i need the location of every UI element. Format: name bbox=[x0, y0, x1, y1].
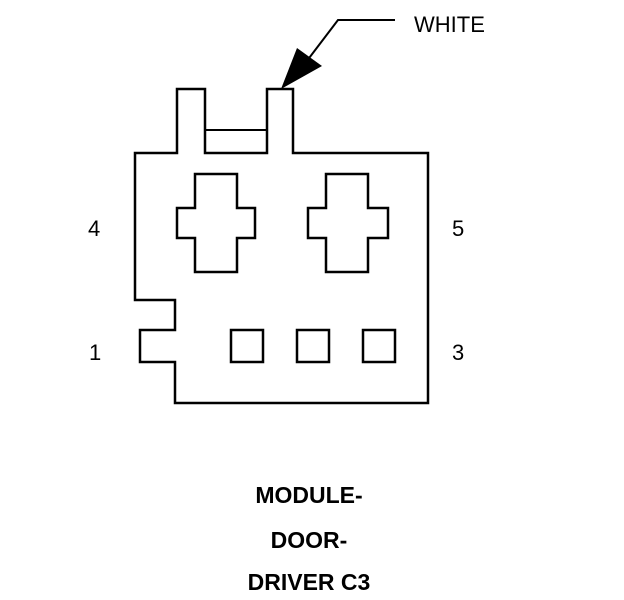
title-line-1: MODULE- bbox=[255, 482, 362, 508]
callout-label: WHITE bbox=[414, 12, 485, 37]
cavity-pin-5 bbox=[306, 172, 390, 274]
callout-arrowhead bbox=[281, 48, 322, 89]
cavity-square-right bbox=[361, 328, 397, 364]
pin-label-1: 1 bbox=[89, 340, 101, 365]
pin-label-4: 4 bbox=[88, 216, 100, 241]
title-line-3: DRIVER C3 bbox=[248, 569, 371, 595]
cavity-square-left bbox=[229, 328, 265, 364]
title-line-2: DOOR- bbox=[271, 527, 348, 553]
pin-label-3: 3 bbox=[452, 340, 464, 365]
cavity-pin-4 bbox=[175, 172, 257, 274]
connector-body-outline bbox=[133, 87, 430, 405]
cavity-square-middle bbox=[295, 328, 331, 364]
callout-leader-line bbox=[299, 19, 395, 71]
pin-label-5: 5 bbox=[452, 216, 464, 241]
